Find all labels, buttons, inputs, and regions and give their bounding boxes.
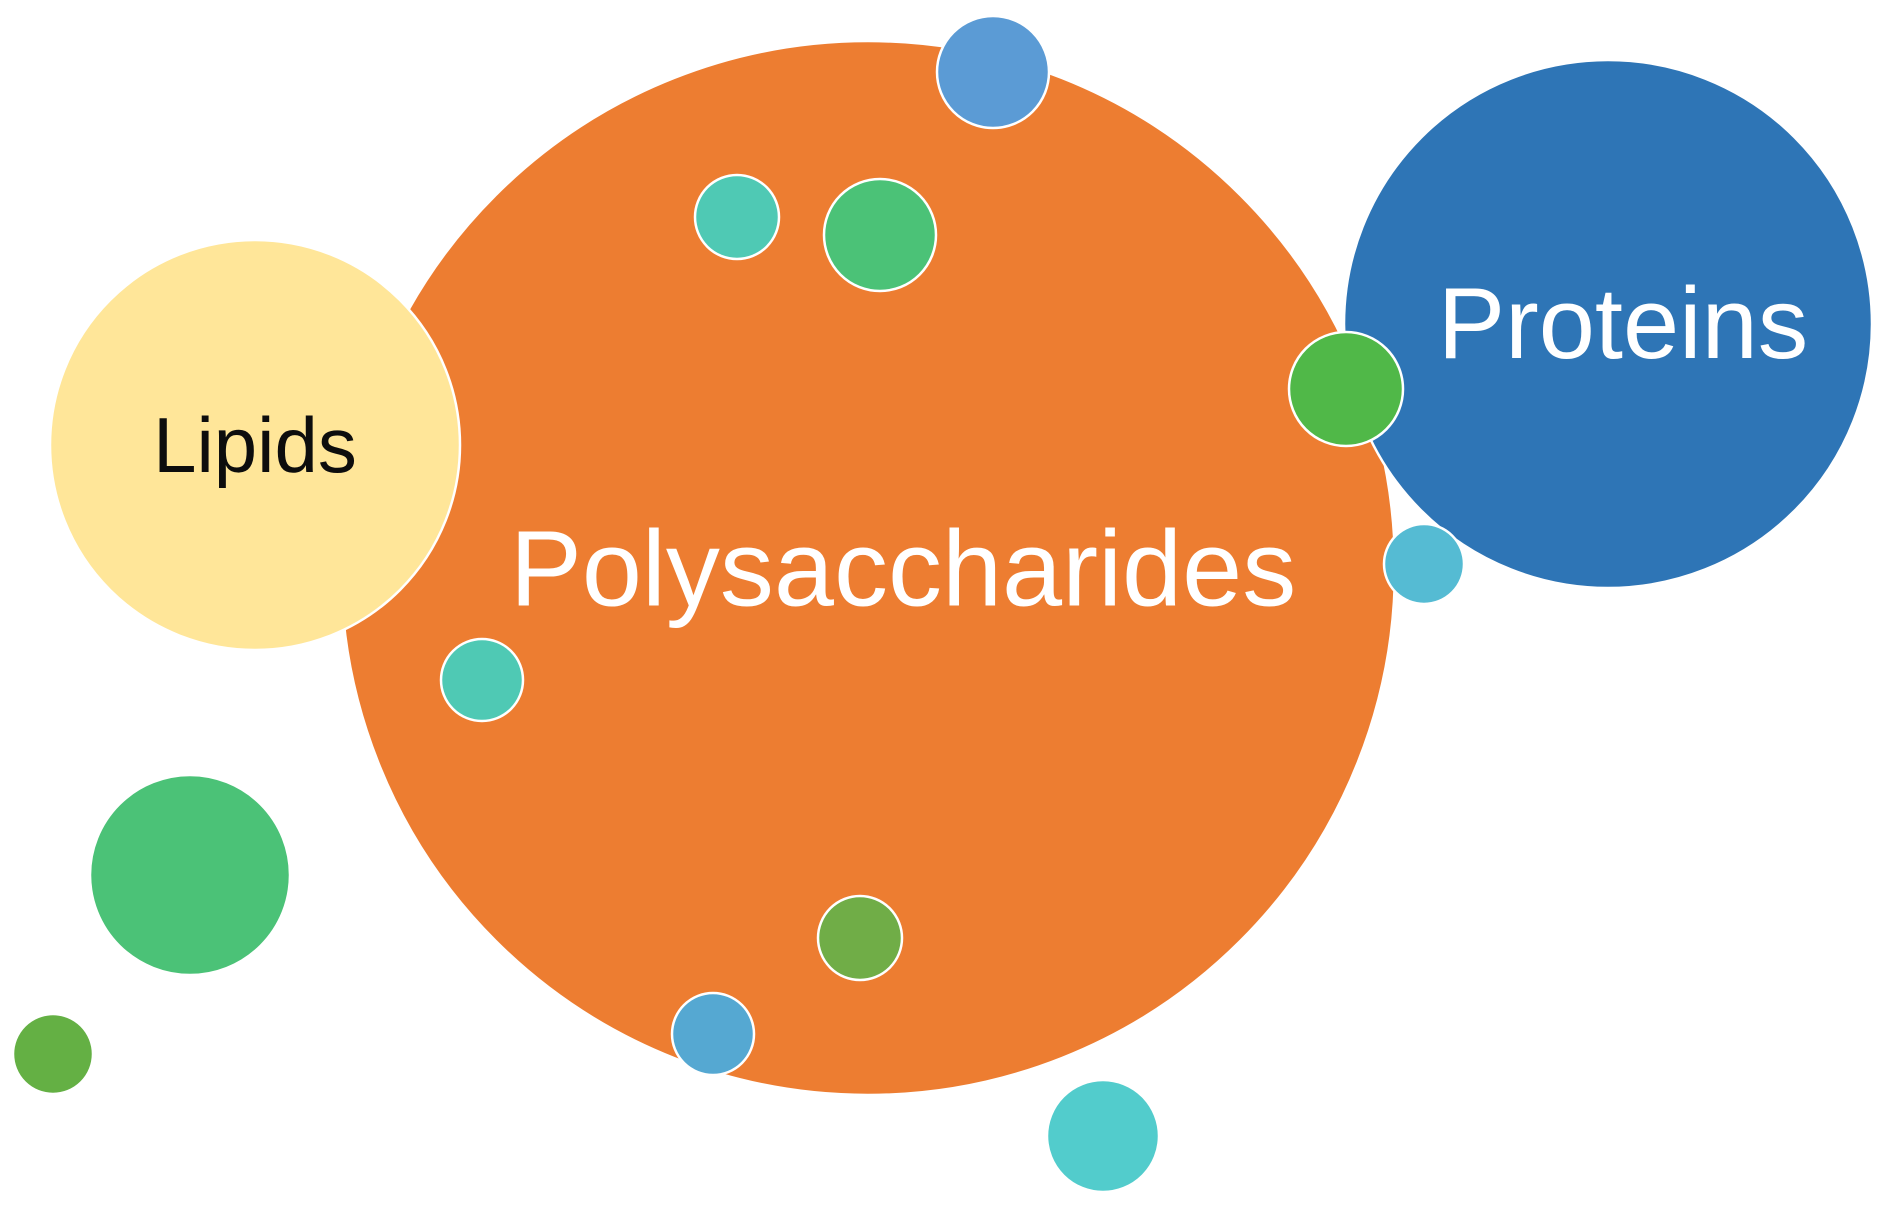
- small-bubble-top-teal: [693, 173, 781, 261]
- proteins-label: Proteins: [1438, 268, 1809, 380]
- small-bubble-olive: [816, 894, 904, 982]
- lipids-label: Lipids: [153, 401, 357, 489]
- small-bubble-corner-green: [11, 1012, 95, 1096]
- small-bubble-right-green: [1287, 330, 1405, 448]
- polysaccharides-label: Polysaccharides: [510, 508, 1296, 629]
- small-bubble-left-teal: [439, 637, 525, 723]
- small-bubble-bottom-blue: [670, 991, 756, 1077]
- small-bubble-top-green: [822, 177, 938, 293]
- lipids-bubble: [48, 238, 462, 652]
- small-bubble-bottom-turquoise: [1045, 1078, 1161, 1194]
- small-bubble-right-cyan: [1382, 522, 1466, 606]
- proteins-bubble: [1342, 58, 1874, 590]
- small-bubble-large-green: [88, 773, 292, 977]
- small-bubble-top-blue: [935, 14, 1051, 130]
